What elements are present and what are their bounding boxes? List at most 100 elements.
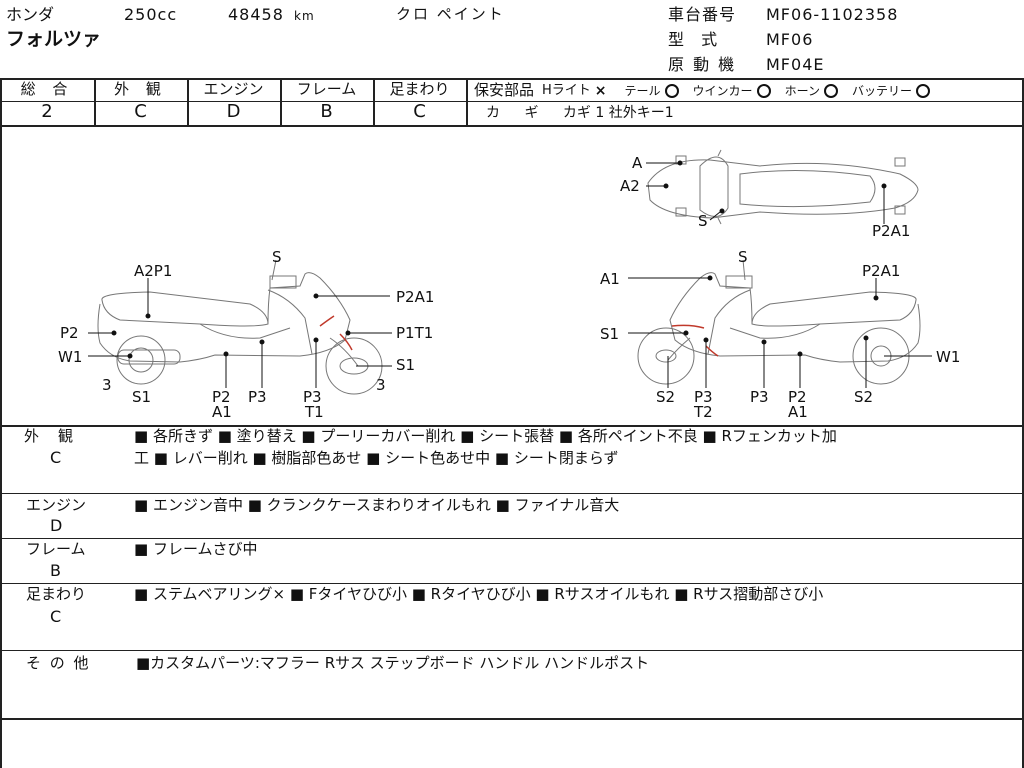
damage-marks <box>319 315 719 357</box>
damage-diagram: A A2 S P2A1 A2P1 S P2A1 P2 P1T1 W1 S1 3 … <box>58 149 960 421</box>
remark-text-other: ■カスタムパーツ:マフラー Rサス ステップボード ハンドル ハンドルポスト <box>136 654 650 672</box>
divider-remarks-bottom <box>0 718 1024 720</box>
label-right-P3-a: P3 <box>694 388 713 406</box>
label-left-P2: P2 <box>60 324 79 342</box>
label-right-S1: S1 <box>600 325 619 343</box>
label-left-S: S <box>272 248 282 266</box>
remark-grade-frame: B <box>50 561 61 580</box>
label-right-S: S <box>738 248 748 266</box>
remark-label-exterior: 外 観 <box>24 427 76 445</box>
label-right-T2: T2 <box>693 403 713 421</box>
divider-remarks-4 <box>0 650 1024 651</box>
mileage-value: 48458 <box>228 5 284 24</box>
label-right-P2A1: P2A1 <box>862 262 900 280</box>
grade-value-frame: B <box>320 101 333 122</box>
divider-safety-mid <box>467 101 1024 102</box>
label-left-P3-a: P3 <box>248 388 267 406</box>
key-value: カギ 1 社外キー1 <box>562 105 674 121</box>
headlight-label: Hライト <box>542 83 591 98</box>
remark-grade-exterior: C <box>50 448 62 467</box>
label-right-S2-rear: S2 <box>854 388 873 406</box>
divider-remarks-3 <box>0 583 1024 584</box>
divider-remarks-2 <box>0 538 1024 539</box>
label-left-P1T1: P1T1 <box>396 324 433 342</box>
label-left-S1-rear: S1 <box>132 388 151 406</box>
remark-text-exterior-1: ■ 各所きず ■ 塗り替え ■ プーリーカバー削れ ■ シート張替 ■ 各所ペイ… <box>134 427 837 445</box>
grade-col-sep-5 <box>466 78 468 126</box>
remark-label-other: そ の 他 <box>26 654 91 672</box>
type-label: 型 式 <box>668 30 724 49</box>
remark-grade-engine: D <box>50 516 63 535</box>
leader-lines <box>88 160 932 388</box>
grade-col-sep-3 <box>280 78 282 126</box>
winker-ok-icon <box>756 83 771 98</box>
label-right-W1: W1 <box>936 348 960 366</box>
safety-parts-row: 保安部品 Hライト × テール ウインカー ホーン バッテリー <box>474 83 930 98</box>
displacement: 250cc <box>124 5 178 24</box>
grade-label-overall: 総 合 <box>20 80 74 98</box>
grade-col-sep-4 <box>373 78 375 126</box>
label-left-A1: A1 <box>212 403 232 421</box>
label-left-W1: W1 <box>58 348 82 366</box>
remark-text-exterior-2: 工 ■ レバー削れ ■ 樹脂部色あせ ■ シート色あせ中 ■ シート閉まらず <box>134 449 619 467</box>
divider-top <box>0 78 1024 80</box>
label-left-T1: T1 <box>304 403 324 421</box>
tail-label: テール <box>624 83 661 98</box>
type-code: MF06 <box>766 30 814 49</box>
label-top-P2A1: P2A1 <box>872 222 910 240</box>
label-right-A1-bottom: A1 <box>788 403 808 421</box>
label-right-P2: P2 <box>788 388 807 406</box>
model-name: フォルツァ <box>6 28 102 50</box>
divider-grade-bottom <box>0 125 1024 127</box>
key-row: カ ギ カギ 1 社外キー1 <box>486 106 674 120</box>
label-right-P3-b: P3 <box>750 388 769 406</box>
grade-col-sep-1 <box>94 78 96 126</box>
mileage-unit: km <box>294 9 315 23</box>
make: ホンダ <box>6 5 55 24</box>
grade-value-engine: D <box>226 101 241 122</box>
frame-no: MF06-1102358 <box>766 5 899 24</box>
remark-text-suspension: ■ ステムベアリング× ■ Fタイヤひび小 ■ Rタイヤひび小 ■ Rサスオイル… <box>134 585 824 603</box>
horn-label: ホーン <box>784 83 820 98</box>
scooter-left-side-view <box>97 259 383 395</box>
label-left-S1-front: S1 <box>396 356 415 374</box>
remark-text-engine: ■ エンジン音中 ■ クランクケースまわりオイルもれ ■ ファイナル音大 <box>134 496 620 514</box>
grade-value-suspension: C <box>413 101 426 122</box>
label-right-A1: A1 <box>600 270 620 288</box>
headlight-mark: × <box>594 82 607 99</box>
label-left-P3-b: P3 <box>303 388 322 406</box>
grade-label-frame: フレーム <box>296 80 357 98</box>
border-right <box>1022 78 1024 768</box>
label-left-A2P1: A2P1 <box>134 262 172 280</box>
divider-grade-mid <box>0 101 467 102</box>
label-left-P2A1: P2A1 <box>396 288 434 306</box>
grade-value-overall: 2 <box>41 101 53 122</box>
remark-grade-suspension: C <box>50 607 62 626</box>
scooter-top-view <box>647 149 919 225</box>
tail-ok-icon <box>664 83 679 98</box>
label-left-3-front: 3 <box>376 376 386 394</box>
safety-label: 保安部品 <box>474 81 535 99</box>
remark-label-suspension: 足まわり <box>26 585 87 603</box>
remark-label-frame: フレーム <box>26 540 86 558</box>
grade-label-exterior: 外 観 <box>114 80 167 98</box>
label-top-A2: A2 <box>620 177 640 195</box>
border-left <box>0 78 2 768</box>
winker-label: ウインカー <box>692 83 753 98</box>
label-left-3-rear: 3 <box>102 376 112 394</box>
horn-ok-icon <box>823 83 838 98</box>
label-right-S2-front: S2 <box>656 388 675 406</box>
divider-remarks-1 <box>0 493 1024 494</box>
label-left-P2-bottom: P2 <box>212 388 231 406</box>
battery-ok-icon <box>915 83 930 98</box>
color: クロ ペイント <box>396 5 505 23</box>
battery-label: バッテリー <box>851 83 912 98</box>
remark-text-frame: ■ フレームさび中 <box>134 540 258 558</box>
grade-label-suspension: 足まわり <box>389 80 450 98</box>
engine-code: MF04E <box>766 55 825 74</box>
engine-label: 原 動 機 <box>668 55 737 74</box>
grade-col-sep-2 <box>187 78 189 126</box>
label-top-S: S <box>698 212 708 230</box>
grade-label-engine: エンジン <box>203 80 264 98</box>
